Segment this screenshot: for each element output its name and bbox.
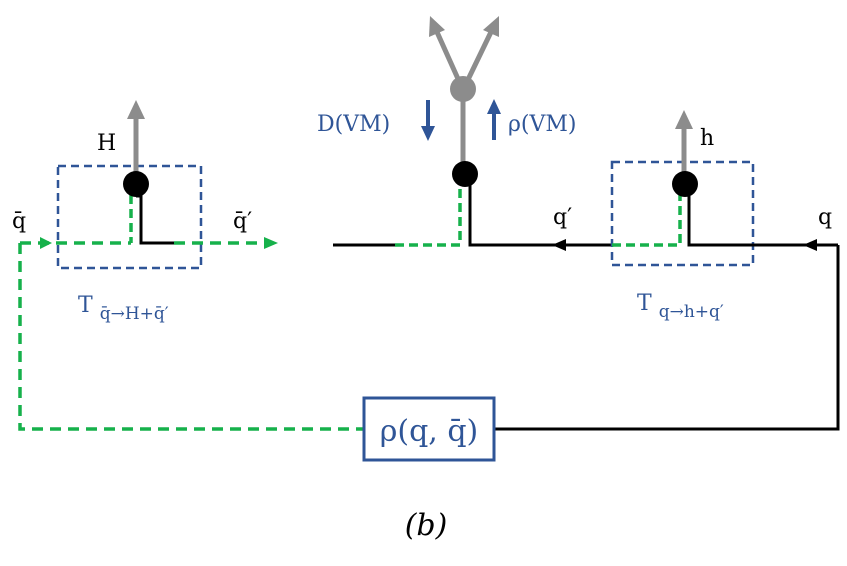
label-h: h xyxy=(700,126,714,151)
label-qbar: q̄ xyxy=(12,209,26,234)
middle-gray-left-arrowhead xyxy=(429,16,445,37)
bottom-green-loop xyxy=(18,243,364,431)
bottom-black-loop xyxy=(494,245,840,431)
left-transition-main: T xyxy=(78,293,93,318)
middle-q-prime-arrowhead xyxy=(552,239,566,251)
label-D-VM: D(VM) xyxy=(317,112,390,137)
label-rho-VM: ρ(VM) xyxy=(508,112,577,137)
density-matrix-box xyxy=(362,396,496,462)
right-transition-main: T xyxy=(637,291,652,316)
left-black-segment xyxy=(136,194,174,245)
left-vertex-dot xyxy=(123,171,149,197)
right-q-arrowhead xyxy=(803,239,817,251)
left-transition-label: T q̄→H+q̄′ xyxy=(78,293,169,324)
down-arrow-icon xyxy=(421,126,435,141)
density-matrix-label: ρ(q, q̄) xyxy=(380,414,479,449)
middle-green-segment xyxy=(395,183,462,247)
left-H-arrowhead xyxy=(127,100,145,119)
right-h-arrowhead xyxy=(675,110,693,129)
middle-gray-right-arrowhead xyxy=(483,16,499,37)
label-qbar-prime: q̄′ xyxy=(233,209,252,234)
right-transition-sub: q→h+q′ xyxy=(659,302,724,322)
right-black-segment xyxy=(687,190,838,247)
up-arrow-icon xyxy=(487,99,501,114)
right-vertex-dot xyxy=(672,171,698,197)
figure-caption: (b) xyxy=(405,508,448,543)
right-green-segment xyxy=(612,193,682,247)
left-in-arrowhead xyxy=(40,237,52,249)
label-q-prime: q′ xyxy=(553,205,572,230)
middle-black-segment xyxy=(468,180,612,247)
left-vertex-box xyxy=(56,164,203,270)
label-q: q xyxy=(818,205,832,230)
middle-gray-dot xyxy=(450,76,476,102)
right-transition-label: T q→h+q′ xyxy=(637,291,724,322)
middle-vertex-dot xyxy=(452,161,478,187)
left-transition-sub: q̄→H+q̄′ xyxy=(100,304,169,324)
label-H: H xyxy=(97,131,116,156)
left-out-arrowhead xyxy=(264,237,278,249)
